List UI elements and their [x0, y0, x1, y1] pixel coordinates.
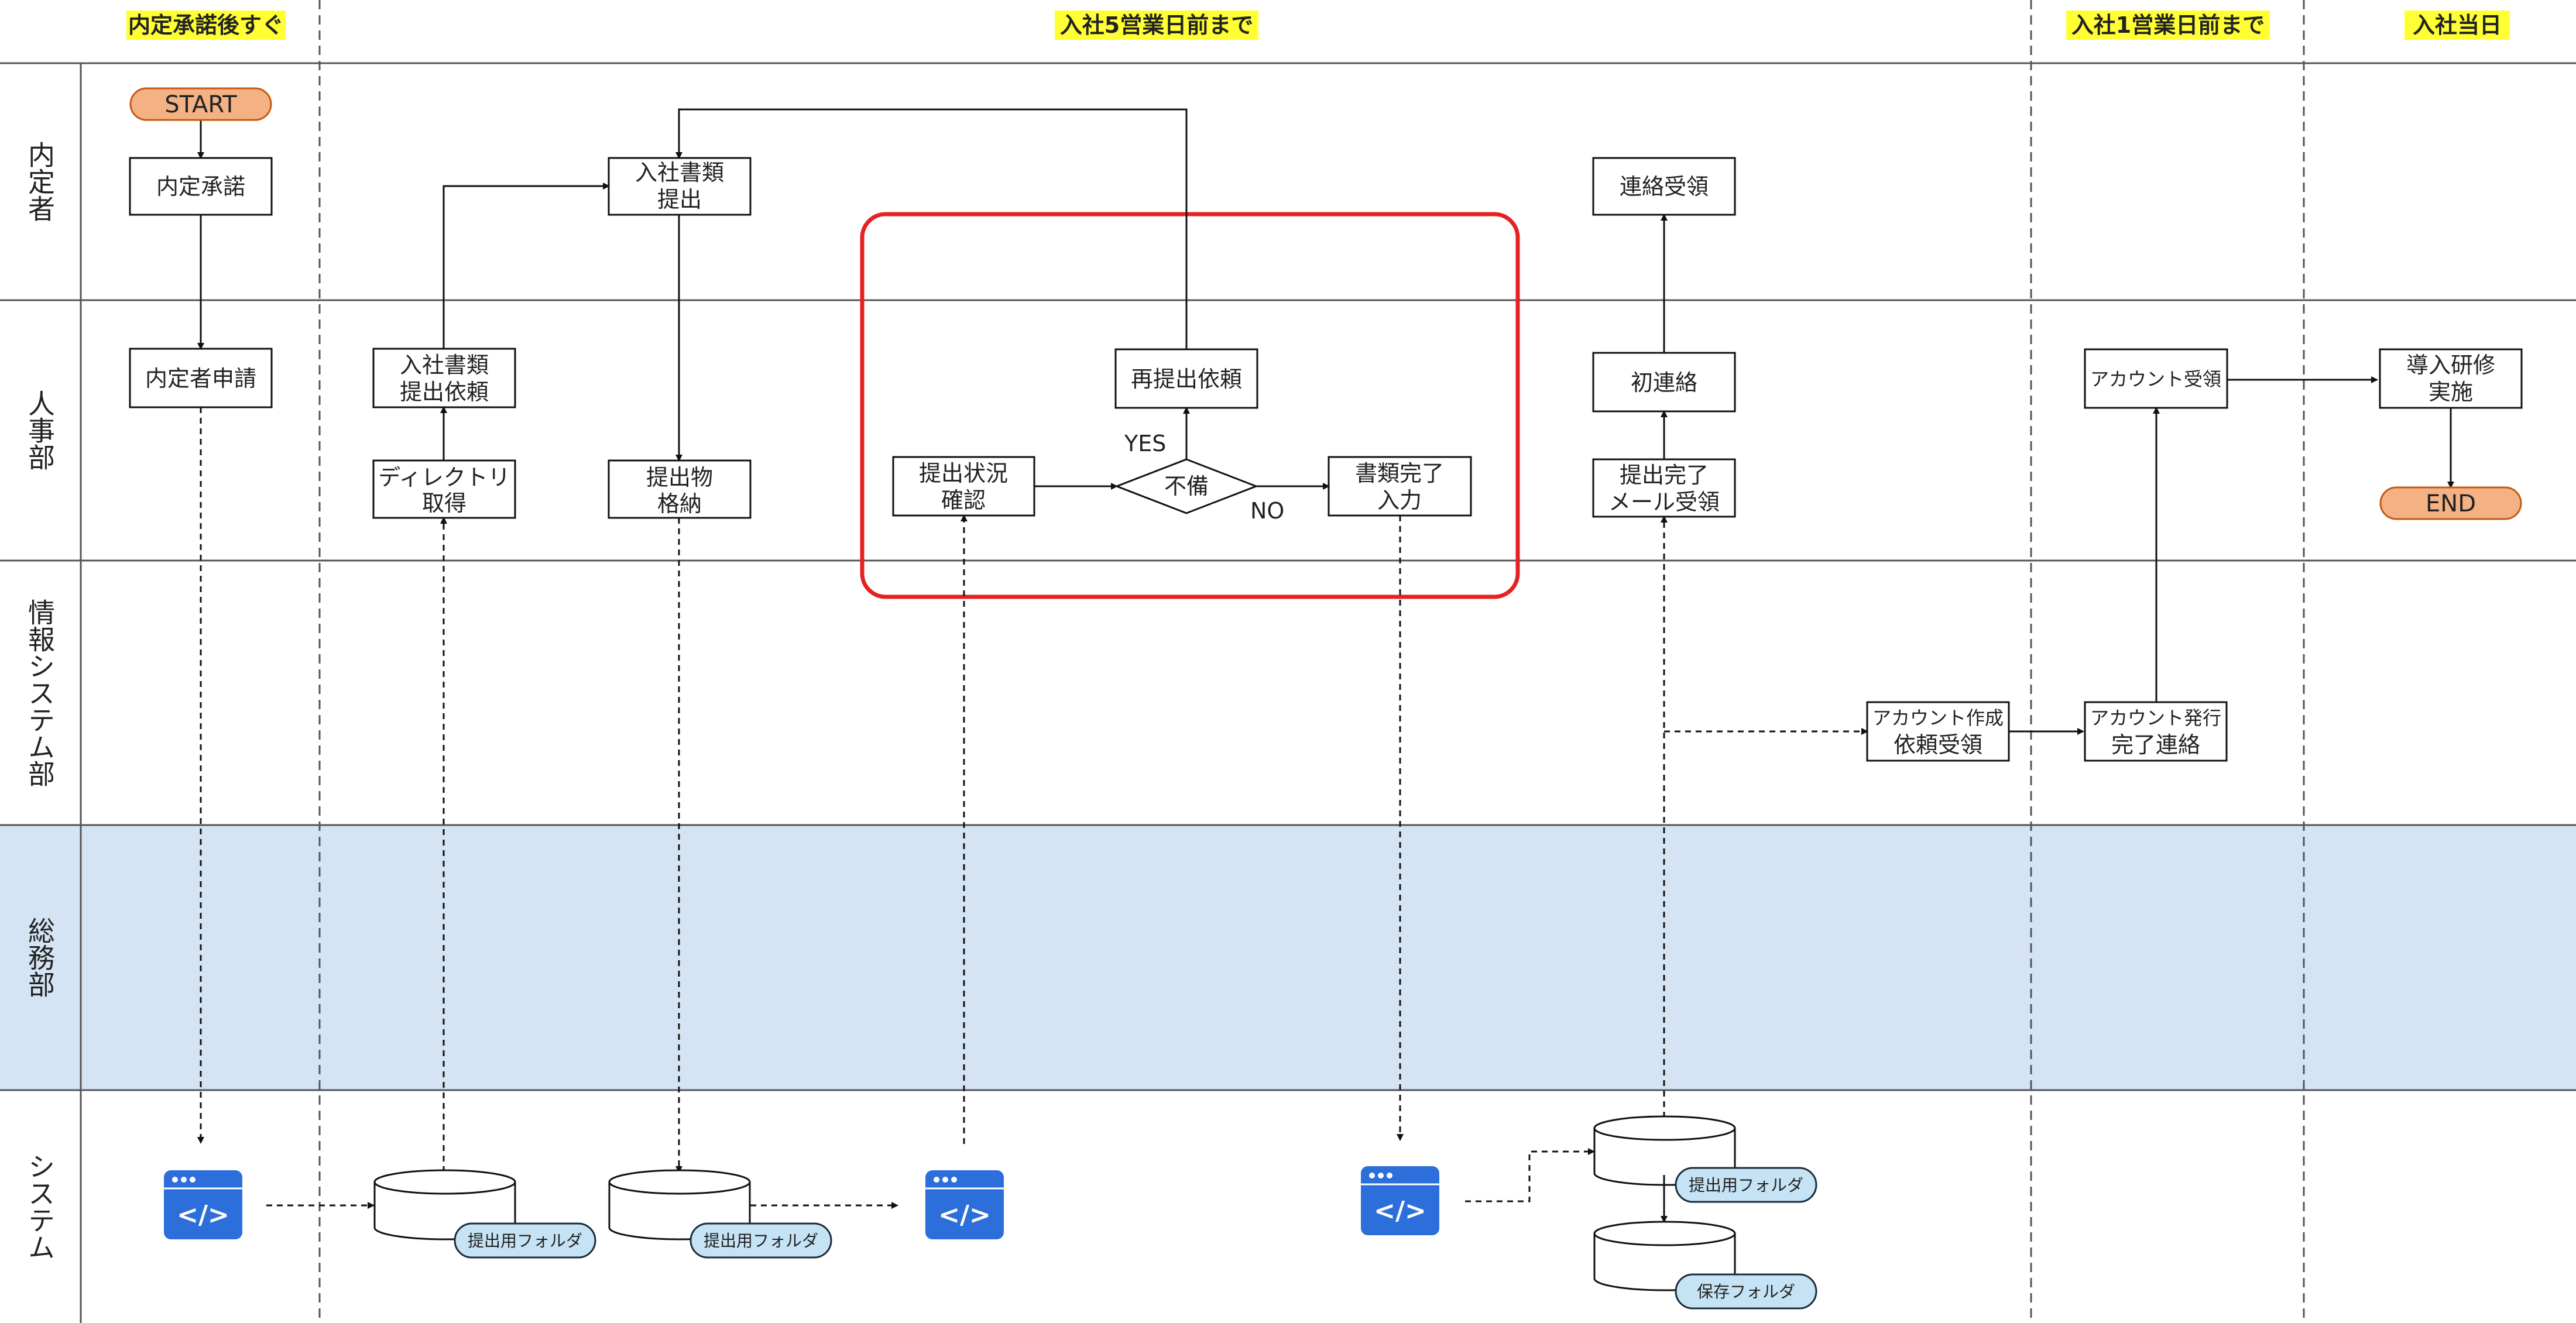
folder-tag	[1675, 1167, 1817, 1203]
process-naiteisha-shinsei: 内定者申請	[129, 348, 273, 408]
flow-connectors	[197, 108, 2454, 735]
code-glyph: </>	[177, 1200, 229, 1230]
web-app-icon: </>	[1361, 1166, 1439, 1235]
phase-highlight	[126, 11, 286, 40]
folder-tag	[1675, 1273, 1817, 1310]
edge-label-no: NO	[1250, 498, 1284, 524]
folder-label: 提出用フォルダ	[468, 1231, 582, 1250]
edge-label-yes: YES	[1124, 431, 1166, 456]
phase-highlight	[2066, 11, 2270, 40]
process-account-hakko-kanryo-renraku: アカウント発行 完了連絡	[2084, 701, 2228, 762]
start-terminal: START	[129, 87, 272, 121]
decision-label: 不備	[1164, 473, 1209, 499]
lane-grid	[0, 62, 2576, 1323]
phase-header-1: 内定承諾後すぐ	[126, 11, 286, 40]
process-label-line1: 提出状況	[919, 461, 1008, 486]
process-label-line1: ディレクトリ	[378, 465, 510, 490]
folder-tag	[690, 1222, 832, 1259]
phase-header-4: 入社当日	[2405, 11, 2510, 40]
process-naitei-shodaku: 内定承諾	[129, 157, 273, 216]
phase-highlight	[1055, 11, 1258, 40]
lane-label-naiteisha: 内定者	[24, 141, 56, 222]
process-label: アカウント受領	[2090, 368, 2221, 390]
process-label-line2: 実施	[2428, 379, 2473, 405]
process-label-line1: 入社書類	[635, 160, 724, 185]
web-app-icon: </>	[925, 1170, 1004, 1239]
process-directory-shutoku: ディレクトリ 取得	[372, 459, 516, 519]
process-label-line1: 導入研修	[2406, 352, 2495, 378]
process-label: 内定者申請	[145, 366, 256, 391]
end-label: END	[2426, 490, 2476, 517]
phase-header-2: 入社5営業日前まで	[1055, 11, 1258, 40]
storage-folder-save: 保存フォルダ	[1593, 1221, 1817, 1310]
folder-label: 提出用フォルダ	[704, 1231, 818, 1250]
storage-folder-submit: 提出用フォルダ	[1593, 1115, 1817, 1203]
storage-folder-submit: 提出用フォルダ	[608, 1169, 832, 1259]
process-saiteishutsu-irai: 再提出依頼	[1114, 348, 1258, 409]
decision-fubi: 不備	[1114, 458, 1259, 514]
process-label: 内定承諾	[156, 174, 245, 200]
end-shape	[2379, 486, 2522, 520]
lane-label-joho-system: 情報システム部	[24, 599, 56, 787]
process-shorui-teishutsu-irai: 入社書類 提出依頼	[372, 348, 516, 408]
process-renraku-juryo: 連絡受領	[1592, 157, 1736, 216]
folder-tag	[454, 1222, 596, 1259]
phase-label: 内定承諾後すぐ	[128, 12, 284, 38]
system-connectors	[197, 407, 1868, 1209]
phase-highlight	[2405, 11, 2510, 40]
process-label-line2: 提出	[657, 187, 702, 212]
code-glyph: </>	[938, 1200, 991, 1230]
process-label-line1: 提出物	[646, 465, 713, 490]
start-label: START	[164, 91, 237, 118]
process-label-line2: 提出依頼	[400, 379, 489, 405]
process-label-line2: 入力	[1377, 487, 1422, 513]
folder-label: 保存フォルダ	[1697, 1282, 1795, 1301]
folder-label: 提出用フォルダ	[1689, 1176, 1803, 1195]
web-app-icon: </>	[164, 1170, 242, 1239]
phase-label: 入社当日	[2413, 12, 2502, 38]
process-label-line1: 入社書類	[400, 352, 489, 378]
process-label-line2: 格納	[657, 491, 702, 517]
lane-label-soumu: 総務部	[24, 917, 56, 998]
phase-dividers	[318, 0, 2305, 1323]
process-label-line1: アカウント発行	[2090, 707, 2221, 729]
lane-label-jinji: 人事部	[24, 390, 56, 470]
phase-header-3: 入社1営業日前まで	[2066, 11, 2270, 40]
process-label: 初連絡	[1631, 370, 1697, 396]
process-label-line1: アカウント作成	[1872, 707, 2004, 729]
process-label-line2: 依頼受領	[1894, 732, 1982, 758]
start-shape	[129, 87, 272, 121]
code-glyph: </>	[1374, 1196, 1426, 1226]
process-label-line2: 取得	[422, 490, 467, 516]
edge-irai-to-shorui	[443, 183, 610, 349]
process-label: 再提出依頼	[1131, 366, 1242, 392]
storage-folder-submit: 提出用フォルダ	[373, 1169, 596, 1259]
process-label-line1: 提出完了	[1620, 462, 1709, 488]
process-nyusha-shorui-teishutsu: 入社書類 提出	[608, 157, 752, 216]
process-teishutsu-jokyo-kakunin: 提出状況 確認	[892, 456, 1035, 517]
process-hatsurenraku: 初連絡	[1592, 352, 1736, 413]
process-shorui-kanryo-nyuryoku: 書類完了 入力	[1328, 456, 1472, 517]
process-label: 連絡受領	[1620, 174, 1709, 200]
process-account-sakusei-irai-juryo: アカウント作成 依頼受領	[1866, 701, 2010, 762]
process-teishutsu-kanryo-mail-juryo: 提出完了 メール受領	[1592, 458, 1736, 518]
lane-label-system: システム	[24, 1153, 56, 1260]
process-label-line2: 完了連絡	[2111, 732, 2200, 758]
soumu-lane-band	[0, 825, 2576, 1090]
process-donyu-kenshu-jisshi: 導入研修 実施	[2379, 348, 2523, 409]
process-account-juryo: アカウント受領	[2084, 348, 2228, 409]
process-label-line2: メール受領	[1608, 489, 1720, 515]
edge-app-to-folder-2	[1465, 1148, 1595, 1202]
end-terminal: END	[2379, 486, 2522, 520]
edge-saiteishutsu-loop	[675, 108, 1188, 349]
decision-shape	[1114, 458, 1259, 514]
process-label-line1: 書類完了	[1355, 461, 1444, 486]
process-teishutsubutsu-kakuno: 提出物 格納	[608, 459, 752, 519]
highlight-frame	[860, 212, 1520, 599]
phase-label: 入社1営業日前まで	[2071, 12, 2265, 38]
phase-label: 入社5営業日前まで	[1060, 12, 1253, 38]
process-label-line2: 確認	[941, 487, 986, 513]
